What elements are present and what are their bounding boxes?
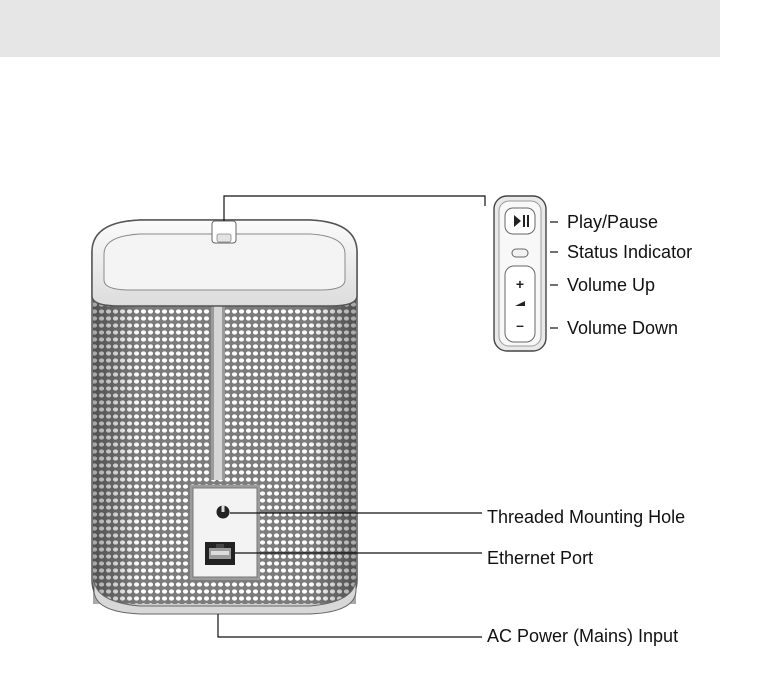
label-ethernet-port: Ethernet Port (487, 548, 594, 568)
plus-icon: + (516, 276, 524, 292)
control-pill: + – (493, 195, 547, 352)
volume-wedge-icon (515, 301, 525, 306)
label-status-indicator: Status Indicator (567, 242, 693, 262)
volume-rocker: + – (504, 265, 536, 343)
leader-ac-power (217, 614, 482, 638)
ethernet-port-icon (205, 542, 235, 565)
play-pause-icon (504, 207, 536, 235)
label-play-pause: Play/Pause (567, 212, 659, 232)
speaker-body (91, 219, 358, 615)
speaker-base (93, 577, 357, 615)
status-light-icon (511, 248, 529, 258)
rear-connector-panel (190, 485, 260, 580)
top-banner (0, 0, 720, 57)
speaker-top-cap (91, 219, 358, 307)
leader-top-controls (223, 195, 486, 221)
minus-icon: – (516, 317, 524, 333)
label-threaded-mounting-hole: Threaded Mounting Hole (487, 507, 686, 527)
label-ac-power-input: AC Power (Mains) Input (487, 626, 679, 646)
label-volume-up: Volume Up (567, 275, 656, 295)
label-volume-down: Volume Down (567, 318, 679, 338)
